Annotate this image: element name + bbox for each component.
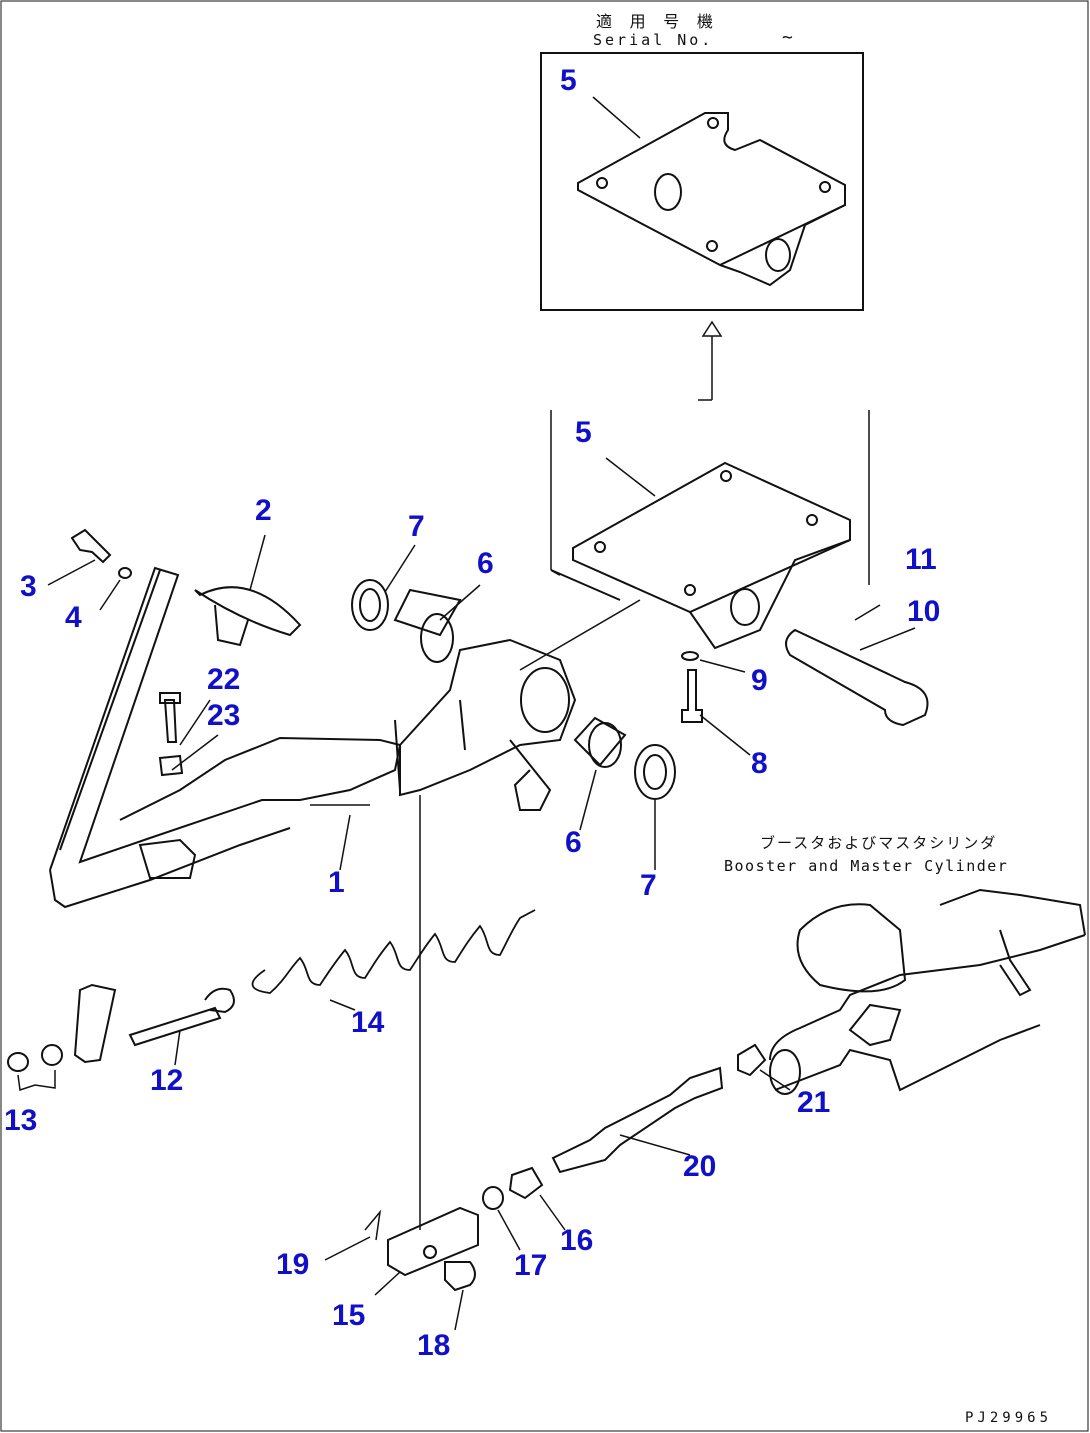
callout-4: 4 (65, 601, 82, 634)
callout-20: 20 (683, 1150, 717, 1183)
callout-9: 9 (751, 664, 768, 697)
callout-18: 18 (417, 1329, 451, 1362)
section-label-jp: ブースタおよびマスタシリンダ (760, 834, 998, 852)
callout-13: 13 (4, 1104, 38, 1137)
callout-11: 11 (905, 543, 937, 576)
callout-2: 2 (255, 494, 272, 527)
bracket-part (519, 410, 870, 671)
callout-21: 21 (797, 1086, 831, 1119)
callout-22: 22 (207, 663, 241, 696)
callout-1: 1 (328, 866, 345, 899)
callout-6-bottom: 6 (565, 826, 582, 859)
callout-10: 10 (907, 595, 941, 628)
callout-19: 19 (276, 1248, 310, 1281)
callout-16: 16 (560, 1224, 594, 1257)
drawing-code: PJ29965 (965, 1410, 1053, 1426)
callout-23: 23 (207, 699, 241, 732)
booster-cylinder (769, 888, 1086, 1095)
callout-15: 15 (332, 1299, 366, 1332)
callout-3: 3 (20, 570, 37, 603)
applicable-model-label: 適 用 号 機 (596, 12, 717, 31)
serial-number-label: Serial No. (593, 31, 714, 49)
callout-7-top: 7 (408, 510, 425, 543)
pin-part (785, 628, 929, 727)
callout-5: 5 (575, 416, 592, 449)
callout-7-bottom: 7 (640, 869, 657, 902)
callout-12: 12 (150, 1064, 184, 1097)
callout-6-top: 6 (477, 547, 494, 580)
callout-5-inset: 5 (560, 64, 577, 97)
arrow-up (701, 320, 723, 400)
section-label-en: Booster and Master Cylinder (724, 857, 1009, 875)
pedal-arm (49, 566, 577, 1230)
spring (251, 909, 536, 1011)
inset-box (540, 52, 864, 311)
serial-range: ~ (782, 27, 796, 48)
callout-17: 17 (514, 1249, 548, 1282)
callout-14: 14 (351, 1006, 385, 1039)
callout-8: 8 (751, 747, 768, 780)
